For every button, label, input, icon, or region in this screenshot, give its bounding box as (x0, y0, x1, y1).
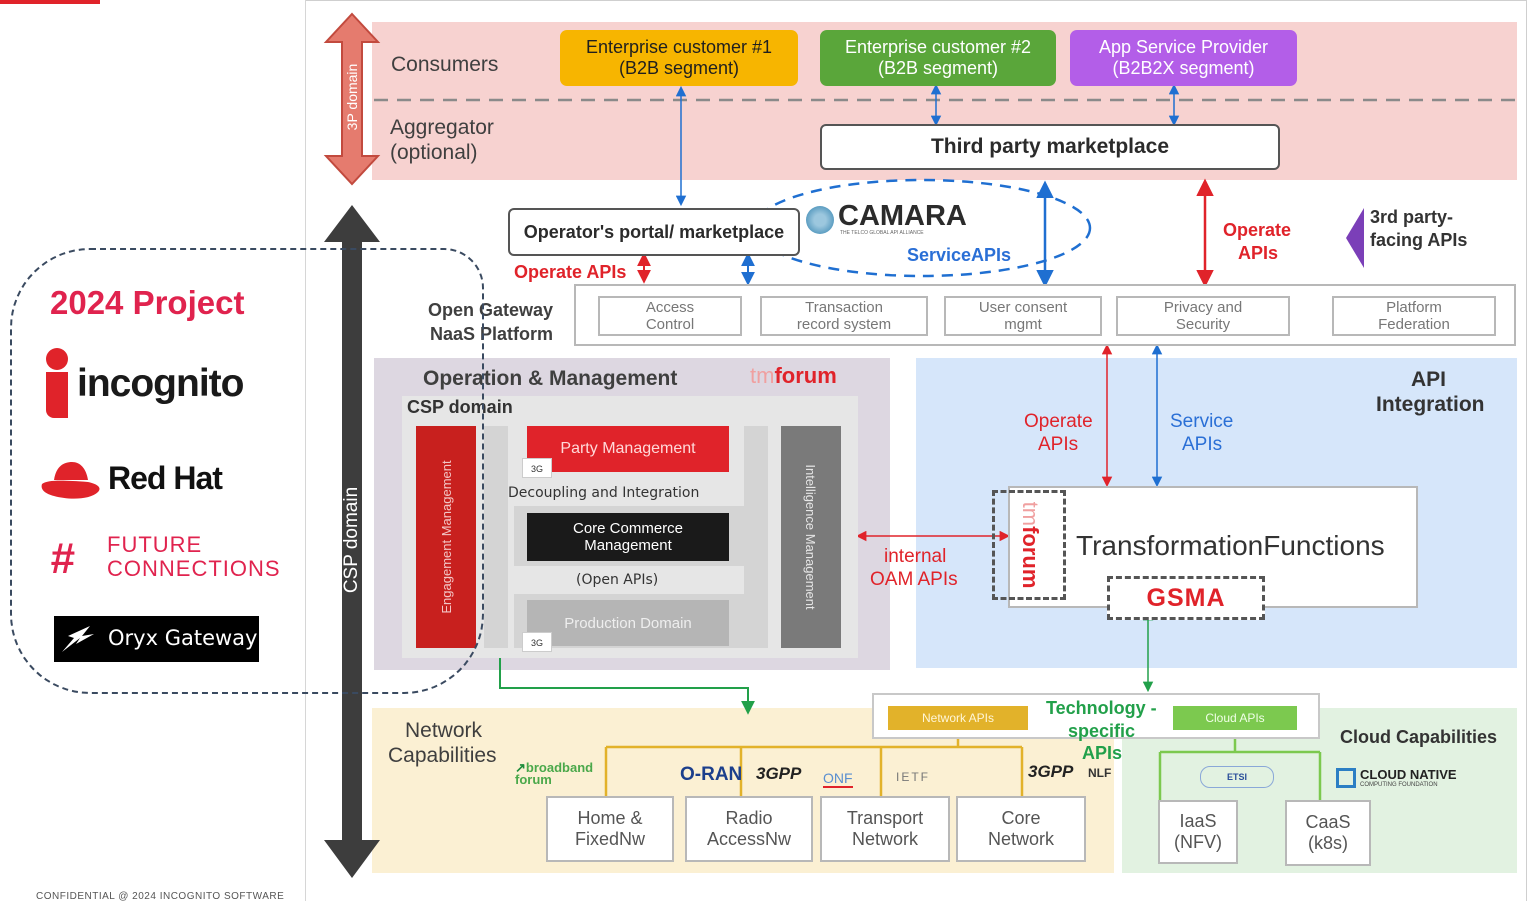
project-panel (10, 248, 484, 694)
red-hat-logo-text: Red Hat (108, 460, 223, 496)
oryx-gateway-logo: Oryx Gateway (54, 616, 259, 662)
operate-apis-mid-line1: Operate (1024, 411, 1093, 432)
consumers-label: Consumers (391, 53, 499, 76)
threegpp-badge-icon-2: 3G (522, 632, 552, 652)
threegpp-logo-2: 3GPP (1028, 762, 1074, 781)
csp-domain-title: CSP domain (407, 397, 513, 417)
transformation-tmforum-logo: tmtmforumforum (1018, 501, 1043, 589)
technology-apis-line1: Technology - (1046, 698, 1157, 718)
incognito-logo-text: incognito (77, 362, 244, 405)
threegpp-badge-icon: 3G (522, 458, 552, 478)
operator-portal-box: Operator's portal/ marketplace (508, 208, 800, 256)
future-logo-line2: CONNECTIONS (107, 556, 281, 581)
network-box-radio: Radio AccessNw (685, 796, 813, 862)
incognito-logo-icon (46, 348, 70, 418)
operate-apis-portal-label: Operate APIs (514, 262, 627, 282)
open-gateway-label-2: NaaS Platform (430, 324, 554, 344)
party-management-box: Party Management (527, 426, 729, 472)
intelligence-management-box (781, 426, 841, 648)
operate-apis-mid-line2: APIs (1038, 434, 1079, 455)
production-domain-box: Production Domain (527, 600, 729, 646)
operation-title: Operation & Management (423, 367, 678, 390)
network-box-home: Home & FixedNw (546, 796, 674, 862)
core-commerce-box: Core Commerce Management (527, 513, 729, 561)
inner-left-column (484, 426, 508, 648)
cloud-capabilities-label: Cloud Capabilities (1340, 727, 1498, 747)
service-apis-mid-line1: Service (1170, 411, 1234, 432)
operation-tmforum-logo: tmtmforumforum (750, 363, 837, 388)
network-label-1: Network (405, 719, 483, 742)
project-title: 2024 Project (50, 284, 245, 321)
footer-confidential: CONFIDENTIAL @ 2024 INCOGNITO SOFTWARE (36, 891, 285, 902)
red-hat-logo-icon (41, 462, 100, 499)
three-p-domain-arrow (323, 12, 381, 186)
cloud-apis-box: Cloud APIs (1173, 706, 1297, 730)
platform-box-transaction: Transaction record system (760, 296, 928, 336)
third-party-marketplace-box: Third party marketplace (820, 124, 1280, 170)
technology-apis-line2: specific (1068, 721, 1136, 741)
third-party-apis-line1: 3rd party- (1370, 207, 1454, 227)
operate-apis-top-line2: APIs (1238, 243, 1279, 263)
internal-oam-line2: OAM APIs (870, 569, 958, 590)
threegpp-logo-1: 3GPP (756, 764, 802, 783)
customer-box-2: Enterprise customer #2 (B2B segment) (820, 30, 1056, 86)
aggregator-label-2: (optional) (390, 141, 478, 164)
three-p-domain-label: 3P domain (344, 63, 360, 131)
cncf-logo-line2: COMPUTING FOUNDATION (1360, 782, 1438, 788)
camara-logo-icon (806, 206, 834, 234)
platform-box-consent: User consent mgmt (944, 296, 1102, 336)
customer-box-3: App Service Provider (B2B2X segment) (1070, 30, 1297, 86)
nlf-logo: NLF (1088, 766, 1112, 780)
camara-title: CAMARA (838, 200, 967, 232)
platform-box-federation: Platform Federation (1332, 296, 1496, 336)
intelligence-management-label: Intelligence Management (803, 464, 819, 610)
slide-accent-bar (0, 0, 100, 4)
technology-apis-line3: APIs (1082, 743, 1123, 763)
aggregator-label-1: Aggregator (390, 116, 494, 139)
cloud-box-iaas: IaaS (NFV) (1158, 800, 1238, 864)
gsma-box: GSMA (1107, 576, 1265, 620)
inner-right-column (744, 426, 768, 648)
network-box-transport: Transport Network (820, 796, 950, 862)
api-integration-label-2: Integration (1376, 393, 1485, 416)
hash-logo-icon: # (50, 534, 75, 583)
slide-divider (305, 0, 306, 901)
customer-box-1: Enterprise customer #1 (B2B segment) (560, 30, 798, 86)
network-label-2: Capabilities (388, 744, 497, 767)
future-logo-line1: FUTURE (107, 532, 203, 557)
service-apis-label: ServiceAPIs (907, 245, 1012, 265)
ietf-logo: IETF (896, 770, 930, 784)
decoupling-label: Decoupling and Integration (508, 485, 700, 501)
platform-box-access: Access Control (598, 296, 742, 336)
platform-box-privacy: Privacy and Security (1116, 296, 1290, 336)
api-integration-label-1: API (1411, 368, 1447, 391)
cncf-logo-icon (1336, 768, 1356, 788)
internal-oam-line1: internal (884, 546, 947, 567)
service-apis-mid-line2: APIs (1182, 434, 1223, 455)
transformation-tmforum-box (992, 490, 1066, 600)
network-box-core: Core Network (956, 796, 1086, 862)
oran-logo: O-RAN (680, 764, 743, 785)
third-party-apis-line2: facing APIs (1370, 230, 1468, 250)
csp-domain-arrow (324, 205, 380, 878)
cncf-logo-line1: CLOUD NATIVE (1360, 767, 1457, 782)
operate-apis-top-line1: Operate (1223, 220, 1292, 240)
open-apis-label: (Open APIs) (576, 572, 659, 588)
broadband-forum-logo: ↗broadband forum (515, 760, 594, 787)
transformation-functions-title: TransformationFunctions (1076, 530, 1385, 561)
etsi-logo: ETSI (1200, 766, 1274, 788)
cloud-box-caas: CaaS (k8s) (1285, 800, 1371, 866)
network-apis-box: Network APIs (888, 706, 1028, 730)
engagement-management-box (416, 426, 476, 648)
camara-tagline: THE TELCO GLOBAL API ALLIANCE (840, 230, 924, 236)
oryx-logo-icon (62, 626, 94, 652)
onf-logo: ONF (823, 770, 853, 788)
